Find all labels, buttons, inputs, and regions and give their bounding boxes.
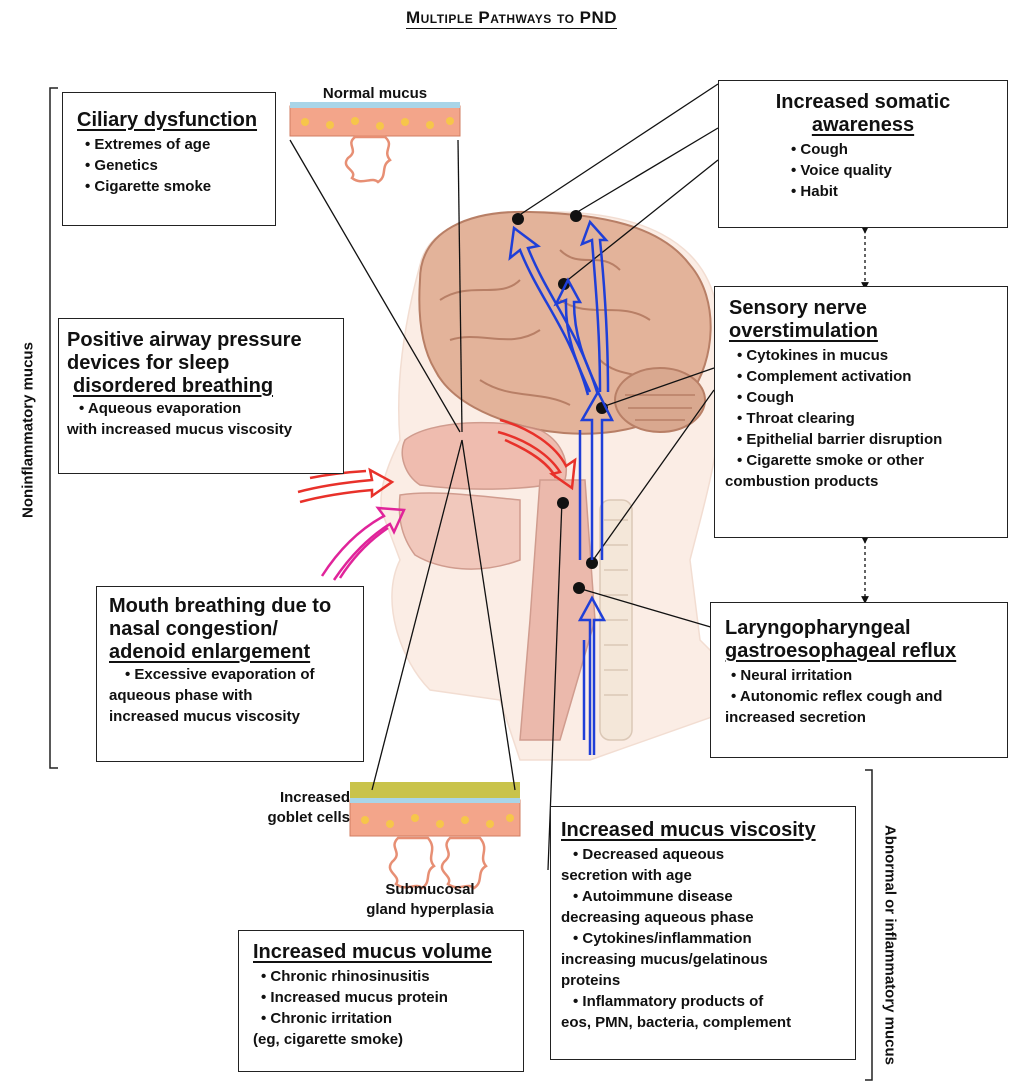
list-item: increased secretion [725,707,1007,728]
box-heading-line: Laryngopharyngeal [725,617,1007,640]
box-heading-line: nasal congestion/ [109,618,363,641]
box-heading-line: disordered breathing [73,375,273,398]
box-heading-line: awareness [719,114,1007,137]
list-item: increased mucus viscosity [109,706,363,727]
list-item: • Cytokines/inflammation [561,928,855,949]
goblet-cells-tissue [350,782,520,888]
list-item: secretion with age [561,865,855,886]
list-item: • Chronic irritation [253,1008,523,1029]
box-heading: Increased mucus viscosity [561,819,855,842]
list-item: • Decreased aqueous [561,844,855,865]
list-item: combustion products [725,471,1007,492]
box-heading-line: overstimulation [729,320,1007,343]
left-side-label: Noninflammatory mucus [20,342,37,518]
list-item: • Autoimmune disease [561,886,855,907]
box-heading-line: gastroesophageal reflux [725,640,1007,663]
box-heading: Ciliary dysfunction [77,109,275,132]
list-item: • Increased mucus protein [253,987,523,1008]
list-item: • Aqueous evaporation [67,398,343,419]
box-heading: Increased mucus volume [253,941,523,964]
list-item: aqueous phase with [109,685,363,706]
submucosal-label: Submucosal gland hyperplasia [350,880,510,920]
list-item: eos, PMN, bacteria, complement [561,1012,855,1033]
list-item: • Epithelial barrier disruption [729,429,1007,450]
somatic-awareness-box: Increased somatic awareness • Cough • Vo… [718,80,1008,228]
list-item: • Cigarette smoke [85,176,275,197]
list-item: • Extremes of age [85,134,275,155]
ciliary-dysfunction-box: Ciliary dysfunction • Extremes of age • … [62,92,276,226]
sensory-nerve-box: Sensory nerve overstimulation • Cytokine… [714,286,1008,538]
right-side-label: Abnormal or inflammatory mucus [882,825,899,1065]
goblet-cells-label: Increased goblet cells [240,788,350,828]
list-item: decreasing aqueous phase [561,907,855,928]
list-item: • Complement activation [729,366,1007,387]
list-item: • Excessive evaporation of [109,664,363,685]
positive-airway-pressure-box: Positive airway pressure devices for sle… [58,318,344,474]
box-heading-line: devices for sleep [67,352,343,375]
normal-mucus-tissue [290,102,460,182]
list-item: • Autonomic reflex cough and [725,686,1007,707]
right-bracket [865,770,872,1080]
list-item: • Cough [729,387,1007,408]
list-item: (eg, cigarette smoke) [253,1029,523,1050]
list-item: • Throat clearing [729,408,1007,429]
box-heading-line: Sensory nerve [729,297,1007,320]
box-heading-line: Positive airway pressure [67,329,343,352]
normal-mucus-label: Normal mucus [290,84,460,104]
box-heading-line: Increased somatic [719,91,1007,114]
list-item: • Cytokines in mucus [729,345,1007,366]
box-heading-line: Mouth breathing due to [109,595,363,618]
mouth-breathing-box: Mouth breathing due to nasal congestion/… [96,586,364,762]
list-item: with increased mucus viscosity [67,419,343,440]
list-item: • Habit [791,181,1007,202]
list-item: • Chronic rhinosinusitis [253,966,523,987]
list-item: • Neural irritation [725,665,1007,686]
reflux-box: Laryngopharyngeal gastroesophageal reflu… [710,602,1008,758]
mucus-volume-box: Increased mucus volume • Chronic rhinosi… [238,930,524,1072]
mucus-viscosity-box: Increased mucus viscosity • Decreased aq… [550,806,856,1060]
list-item: • Cigarette smoke or other [729,450,1007,471]
list-item: increasing mucus/gelatinous [561,949,855,970]
list-item: • Genetics [85,155,275,176]
brain-icon [419,212,710,434]
list-item: proteins [561,970,855,991]
list-item: • Inflammatory products of [561,991,855,1012]
box-heading-line: adenoid enlargement [109,641,363,664]
left-bracket [50,88,58,768]
list-item: • Cough [791,139,1007,160]
list-item: • Voice quality [791,160,1007,181]
